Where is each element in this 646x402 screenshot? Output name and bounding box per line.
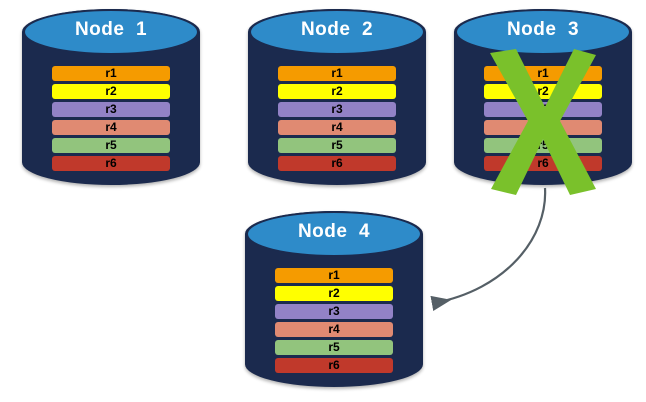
node-1[interactable]: Node 1 r1 r2 r3 r4 r5 r6 [22,9,200,185]
node-4-row-r1[interactable]: r1 [275,268,393,283]
node-1-row-r1[interactable]: r1 [52,66,170,81]
node-3-row-r1[interactable]: r1 [484,66,602,81]
node-1-row-r2[interactable]: r2 [52,84,170,99]
node-1-row-r4[interactable]: r4 [52,120,170,135]
node-3-row-r3[interactable]: r3 [484,102,602,117]
node-4-rows: r1 r2 r3 r4 r5 r6 [275,268,393,373]
node-1-row-r5[interactable]: r5 [52,138,170,153]
node-3-rows: r1 r2 r3 r4 r5 r6 [484,66,602,171]
node-2-row-r5[interactable]: r5 [278,138,396,153]
node-1-row-r6[interactable]: r6 [52,156,170,171]
node-2-rows: r1 r2 r3 r4 r5 r6 [278,66,396,171]
node-2-row-r6[interactable]: r6 [278,156,396,171]
node-3-row-r6[interactable]: r6 [484,156,602,171]
node-2-row-r4[interactable]: r4 [278,120,396,135]
node-2-row-r1[interactable]: r1 [278,66,396,81]
node-3-row-r4[interactable]: r4 [484,120,602,135]
node-3-title: Node 3 [506,19,580,40]
node-3[interactable]: Node 3 r1 r2 r3 r4 r5 r6 [454,9,632,195]
node-1-cylinder-top [23,9,199,55]
node-4[interactable]: Node 4 r1 r2 r3 r4 r5 r6 [245,211,423,387]
node-4-row-r5[interactable]: r5 [275,340,393,355]
node-4-row-r2[interactable]: r2 [275,286,393,301]
transfer-arrow-path [430,187,547,311]
node-1-row-r3[interactable]: r3 [52,102,170,117]
node-2[interactable]: Node 2 r1 r2 r3 r4 r5 r6 [248,9,426,185]
node-2-title: Node 2 [300,19,374,40]
node-2-cylinder-top [249,9,425,55]
node-1-title: Node 1 [74,19,148,40]
node-1-rows: r1 r2 r3 r4 r5 r6 [52,66,170,171]
node-4-row-r6[interactable]: r6 [275,358,393,373]
node-3-row-r5[interactable]: r5 [484,138,602,153]
node-3-row-r2[interactable]: r2 [484,84,602,99]
node-4-cylinder-top [246,211,422,257]
node-2-row-r2[interactable]: r2 [278,84,396,99]
node-2-row-r3[interactable]: r3 [278,102,396,117]
node-4-row-r3[interactable]: r3 [275,304,393,319]
node-4-row-r4[interactable]: r4 [275,322,393,337]
node-4-title: Node 4 [297,221,371,242]
